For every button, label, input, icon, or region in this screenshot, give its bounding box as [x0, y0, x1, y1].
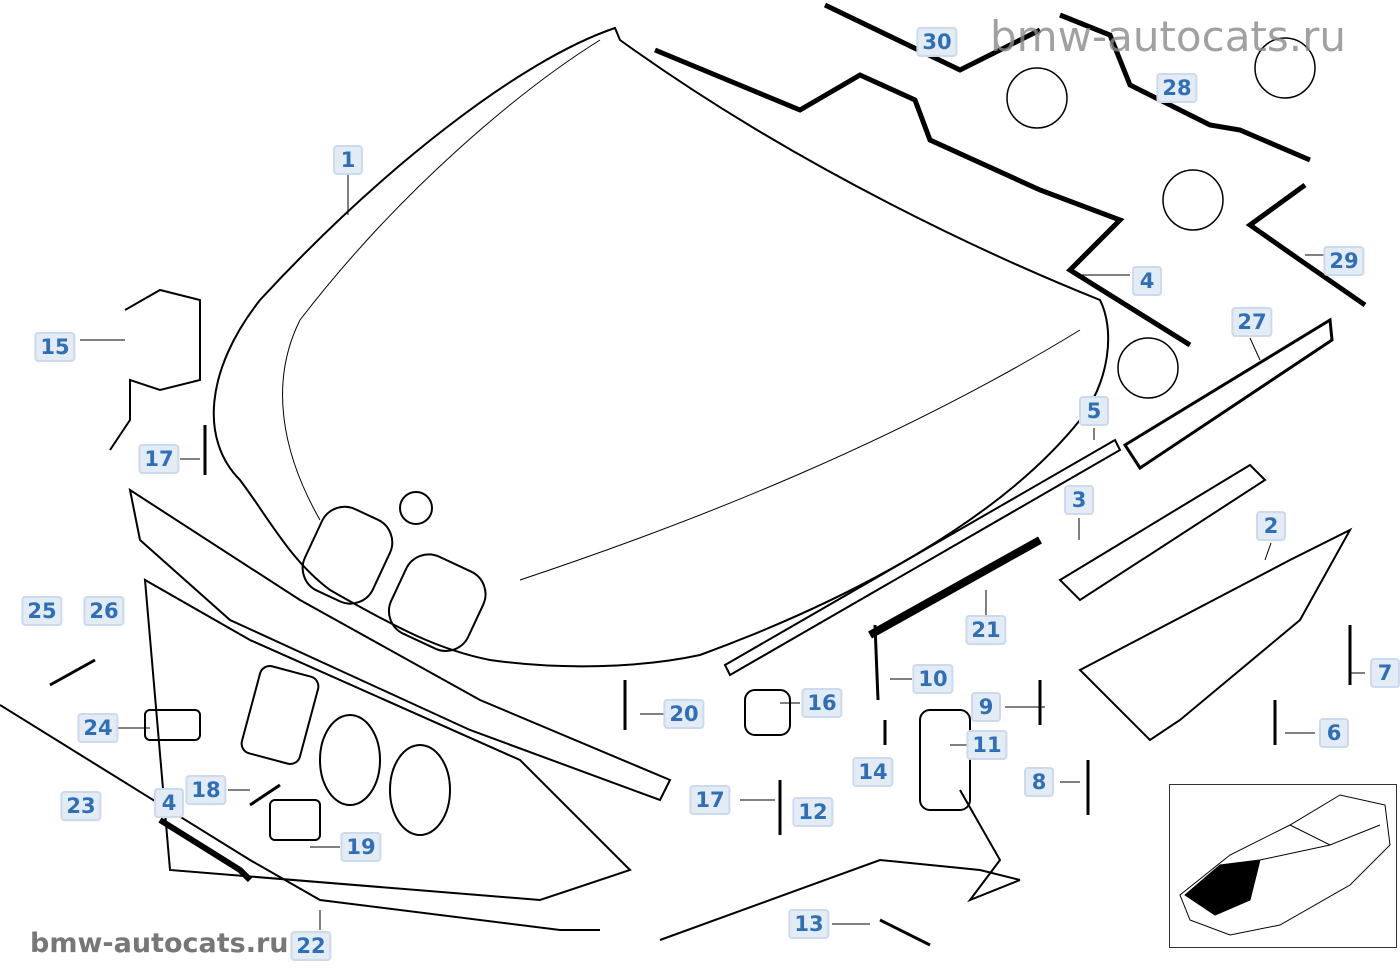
callout-15[interactable]: 15	[34, 332, 76, 362]
hinge-2	[1078, 527, 1353, 742]
seal-28	[1059, 12, 1311, 163]
callout-4-cable[interactable]: 4	[154, 788, 184, 818]
callout-20[interactable]: 20	[663, 699, 705, 729]
watermark-top: bmw-autocats.ru	[990, 12, 1347, 61]
callout-24[interactable]: 24	[77, 713, 119, 743]
callout-3[interactable]: 3	[1064, 485, 1094, 515]
callout-18[interactable]: 18	[185, 775, 227, 805]
bolts	[49, 425, 1352, 947]
callout-6[interactable]: 6	[1319, 718, 1349, 748]
car-outline-icon	[1179, 794, 1391, 936]
callout-23[interactable]: 23	[60, 791, 102, 821]
seal-29	[1245, 182, 1367, 308]
hinge-3	[1058, 463, 1267, 602]
callout-25[interactable]: 25	[21, 596, 63, 626]
callout-26[interactable]: 26	[83, 596, 125, 626]
vehicle-location-thumbnail	[1169, 784, 1397, 948]
callout-17[interactable]: 17	[138, 444, 180, 474]
callout-28[interactable]: 28	[1156, 73, 1198, 103]
watermark-bottom: bmw-autocats.ru	[30, 928, 289, 959]
callout-13[interactable]: 13	[788, 909, 830, 939]
callout-1[interactable]: 1	[333, 145, 363, 175]
callout-19[interactable]: 19	[340, 832, 382, 862]
seal-30	[823, 2, 1042, 73]
callout-30[interactable]: 30	[916, 27, 958, 57]
callout-11[interactable]: 11	[966, 730, 1008, 760]
seal-27	[1122, 317, 1334, 471]
strip-5	[723, 438, 1122, 677]
callout-2[interactable]: 2	[1256, 511, 1286, 541]
callout-21[interactable]: 21	[965, 615, 1007, 645]
callout-7[interactable]: 7	[1370, 658, 1400, 688]
callout-16[interactable]: 16	[801, 688, 843, 718]
callout-27[interactable]: 27	[1231, 307, 1273, 337]
callout-22[interactable]: 22	[290, 931, 332, 961]
front-panel	[128, 487, 672, 802]
callout-8[interactable]: 8	[1024, 767, 1054, 797]
callout-14[interactable]: 14	[852, 757, 894, 787]
seal-4	[654, 47, 1192, 348]
hood-part	[212, 26, 1110, 668]
latch-15	[109, 288, 201, 451]
callout-12[interactable]: 12	[792, 797, 834, 827]
callout-29[interactable]: 29	[1323, 246, 1365, 276]
callout-5[interactable]: 5	[1079, 396, 1109, 426]
callout-9[interactable]: 9	[971, 692, 1001, 722]
gas-strut-21	[868, 536, 1042, 639]
callout-17-lower[interactable]: 17	[689, 785, 731, 815]
callout-10[interactable]: 10	[912, 664, 954, 694]
callout-4[interactable]: 4	[1132, 266, 1162, 296]
